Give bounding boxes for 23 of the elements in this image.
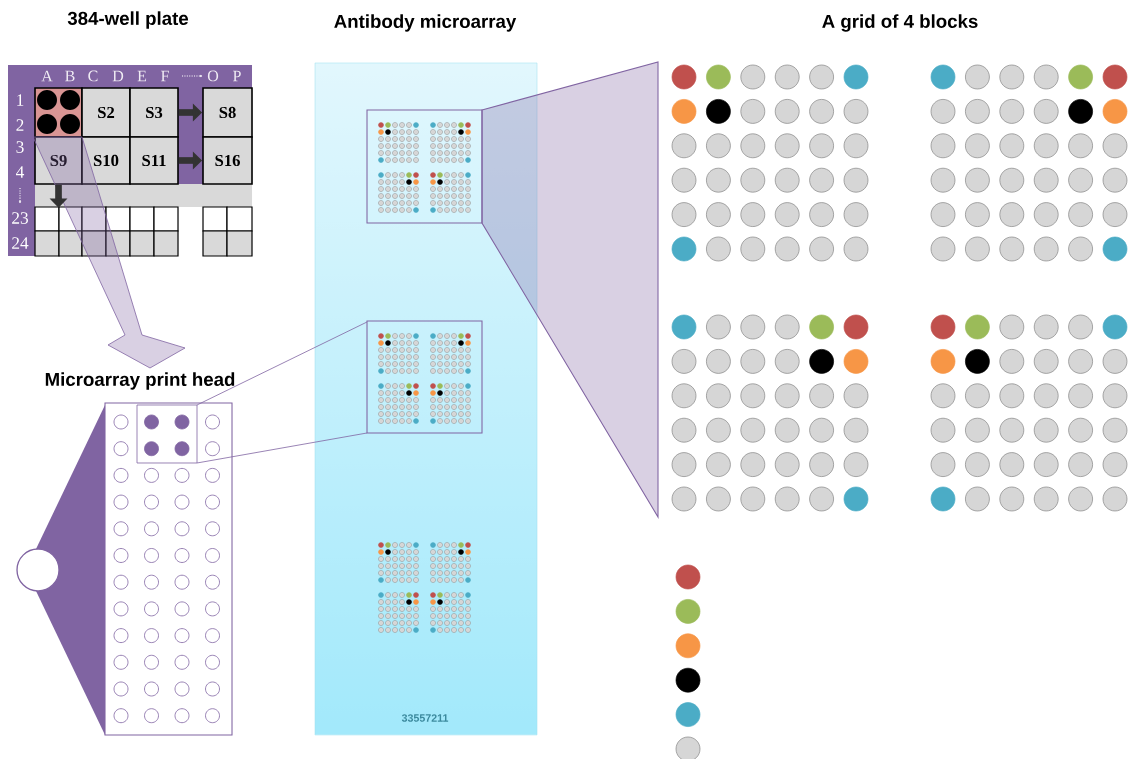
row-label: 23 xyxy=(12,212,28,224)
plate-cell: S3 xyxy=(129,87,179,138)
column-label: C xyxy=(88,70,98,82)
plate-cell: S8 xyxy=(202,87,253,138)
row-label: 2 xyxy=(16,119,24,131)
column-label: B xyxy=(65,70,75,82)
panel-title: A grid of 4 blocks xyxy=(822,14,978,32)
plate-cell: S2 xyxy=(81,87,131,138)
panel-title: Antibody microarray xyxy=(334,14,517,32)
column-label: F xyxy=(161,70,169,82)
column-label: E xyxy=(137,70,147,82)
panel-title: 384-well plate xyxy=(67,11,189,29)
plate-cell: S9 xyxy=(34,136,83,185)
row-label: 1 xyxy=(17,94,24,106)
column-label: D xyxy=(112,70,124,82)
panel-title: Microarray print head xyxy=(45,372,235,390)
column-label: A xyxy=(41,70,53,82)
plate-cell: S11 xyxy=(129,136,179,185)
column-label: O xyxy=(207,70,219,82)
plate-cell: S16 xyxy=(202,136,253,185)
barcode-number: 33557211 xyxy=(401,714,449,722)
plate-cell: S10 xyxy=(81,136,131,185)
row-label: 24 xyxy=(12,237,29,249)
